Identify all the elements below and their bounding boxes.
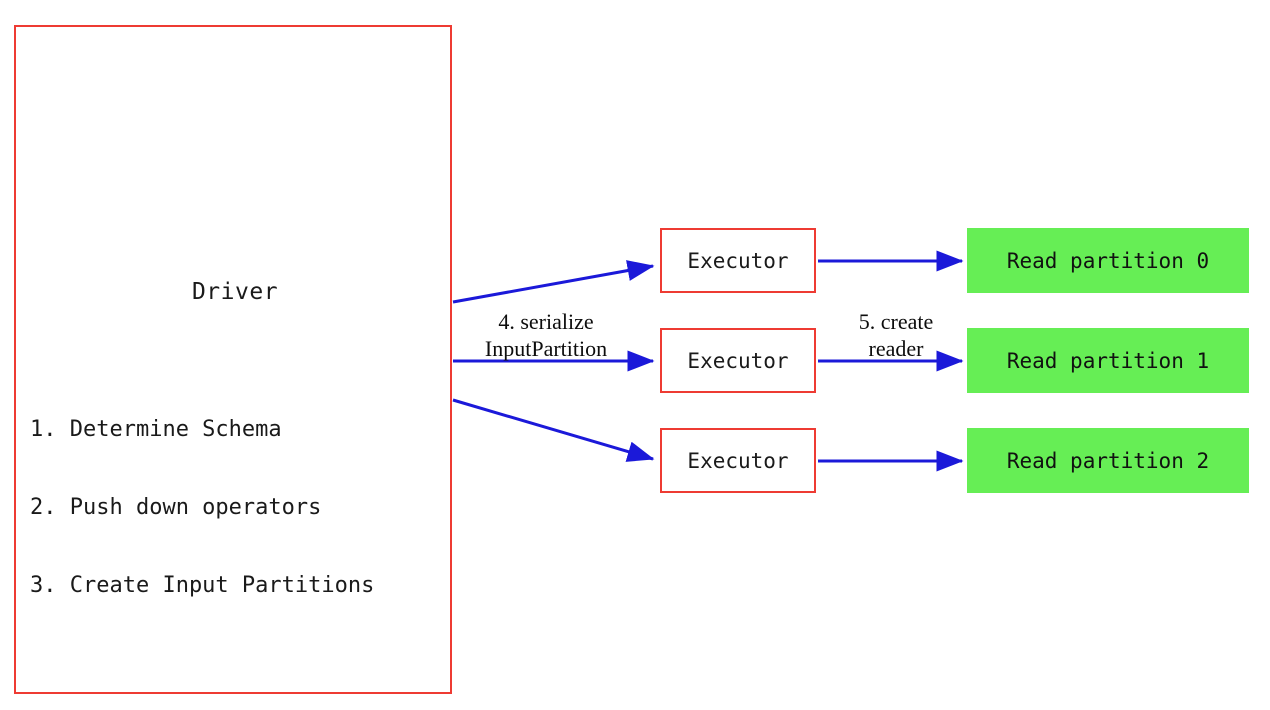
executor-box-1: Executor [660,328,816,393]
edge-label-create-reader: 5. create reader [826,308,966,362]
driver-title: Driver [191,279,279,305]
read-partition-label-2: Read partition 2 [1006,448,1210,473]
executor-box-0: Executor [660,228,816,293]
executor-label-1: Executor [687,348,789,373]
read-partition-box-2: Read partition 2 [967,428,1249,493]
driver-steps-list: 1. Determine Schema 2. Push down operato… [30,365,450,651]
edge-label-create-reader-line2: reader [868,336,924,361]
read-partition-label-0: Read partition 0 [1006,248,1210,273]
edge-label-serialize: 4. serialize InputPartition [455,308,637,362]
edge-label-create-reader-line1: 5. create [858,309,934,334]
executor-label-0: Executor [687,248,789,273]
executor-box-2: Executor [660,428,816,493]
edge-label-serialize-line1: 4. serialize [498,309,594,334]
driver-box: Driver 1. Determine Schema 2. Push down … [14,25,452,694]
driver-step-1: 1. Determine Schema [30,417,282,442]
arrow-driver-to-executor-2 [452,398,655,462]
driver-step-2: 2. Push down operators [30,495,322,520]
edge-label-serialize-line2: InputPartition [484,336,608,361]
executor-label-2: Executor [687,448,789,473]
driver-step-3: 3. Create Input Partitions [30,573,375,598]
arrow-driver-to-executor-0 [452,260,655,304]
read-partition-box-0: Read partition 0 [967,228,1249,293]
read-partition-label-1: Read partition 1 [1006,348,1210,373]
read-partition-box-1: Read partition 1 [967,328,1249,393]
